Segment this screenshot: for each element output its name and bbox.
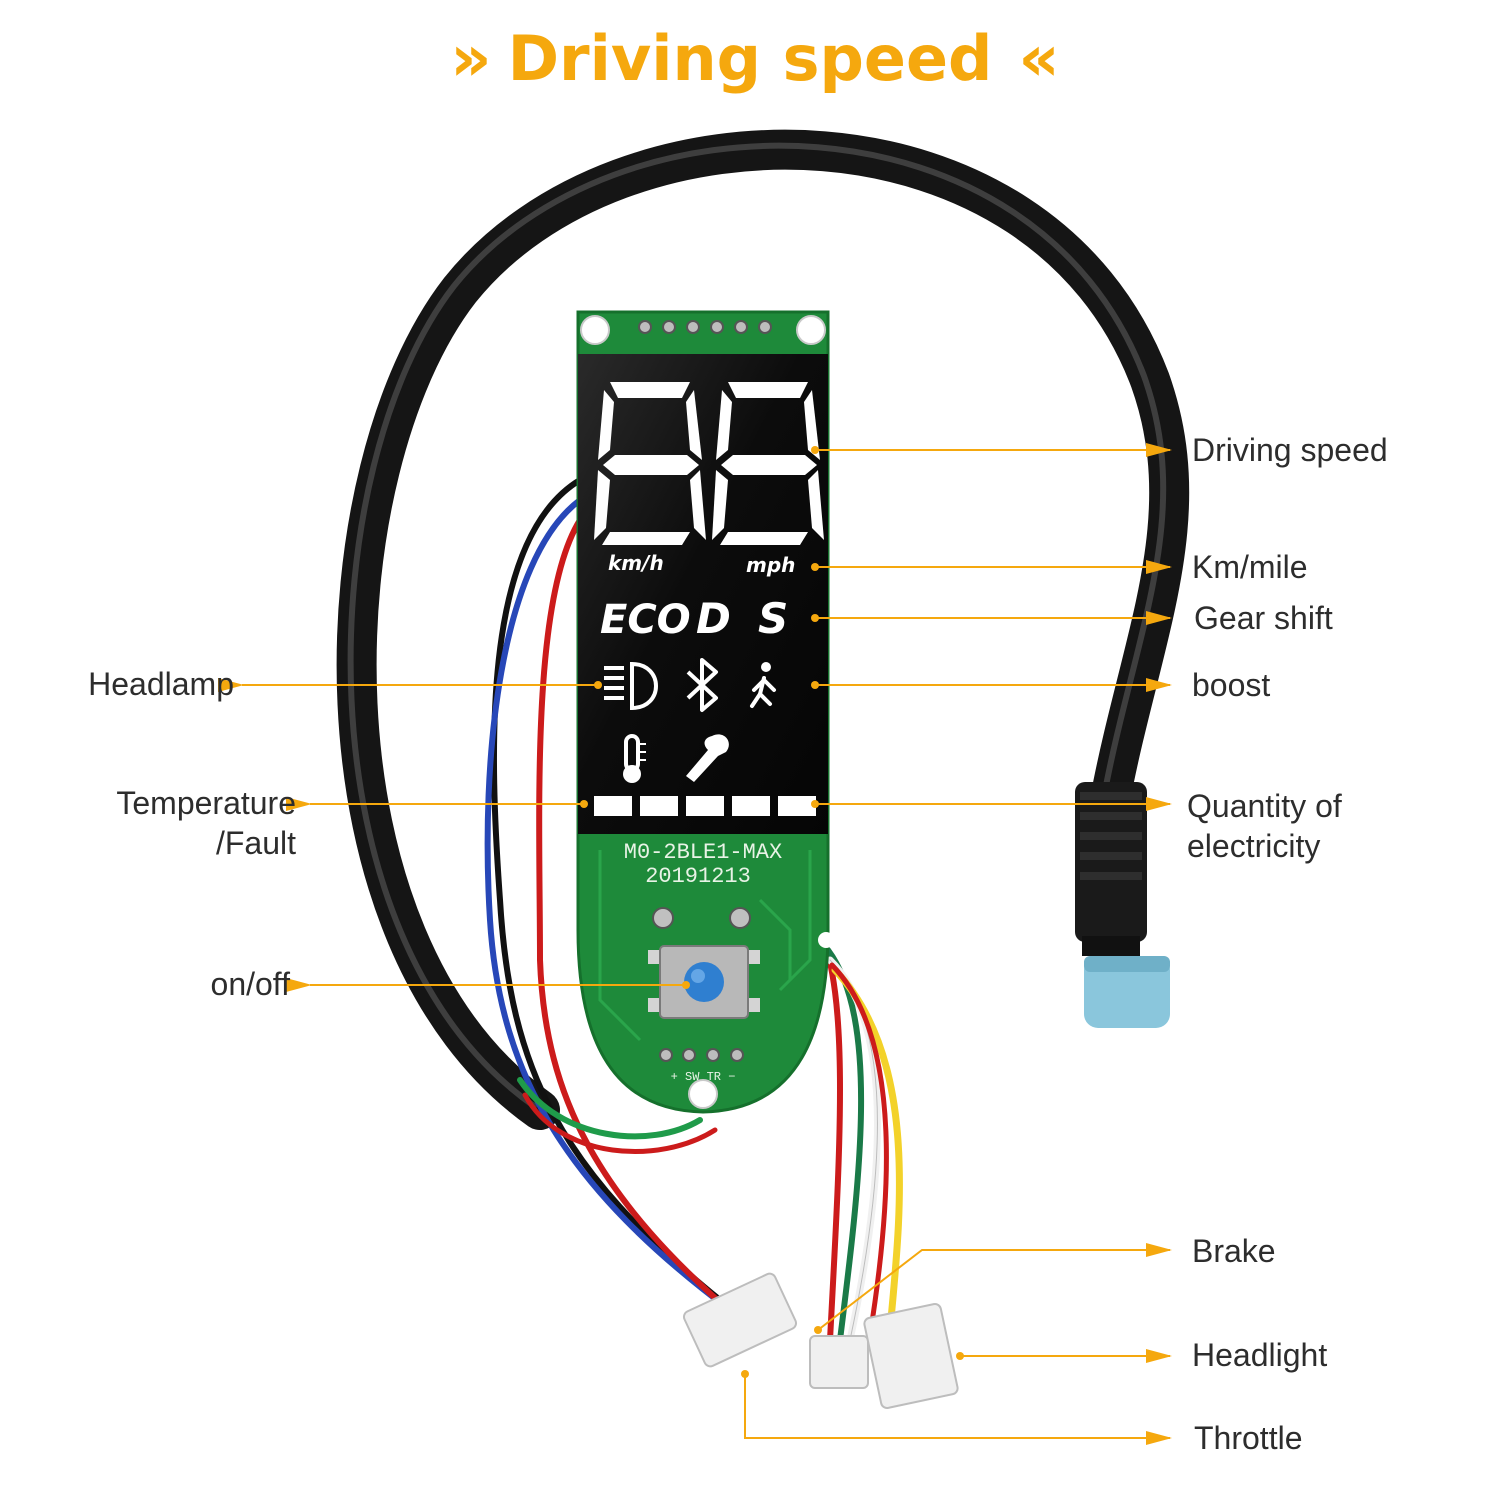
right-wires <box>817 927 903 1344</box>
pad-labels-text: + SW TR − <box>671 1070 736 1084</box>
model-text: M0-2BLE1-MAX <box>624 840 782 865</box>
label-throttle: Throttle <box>1194 1420 1303 1456</box>
date-text: 20191213 <box>645 864 751 889</box>
wrench-icon <box>686 734 729 782</box>
label-on-off: on/off <box>210 966 290 1002</box>
brake-connector <box>809 1335 869 1389</box>
label-driving-speed: Driving speed <box>1192 432 1388 468</box>
callout-lines <box>218 443 1172 1445</box>
label-temperature-line2: /Fault <box>215 825 296 861</box>
gear-s: S <box>758 594 788 643</box>
header-banner: »Driving speed« <box>0 22 1500 96</box>
unit-kmh: km/h <box>608 551 664 575</box>
speed-digit-1 <box>594 382 706 545</box>
headlight-connector <box>863 1303 959 1409</box>
gear-d: D <box>696 594 731 643</box>
left-wires <box>484 477 743 1323</box>
label-km-mile: Km/mile <box>1192 549 1308 585</box>
unit-mph: mph <box>746 553 795 577</box>
label-quantity-line1: Quantity of <box>1187 788 1342 824</box>
label-boost: boost <box>1192 667 1271 703</box>
label-brake: Brake <box>1192 1233 1276 1269</box>
label-temperature-line1: Temperature <box>116 785 296 821</box>
thermometer-icon <box>623 734 646 783</box>
lcd-screen <box>578 354 828 834</box>
throttle-connector <box>682 1272 798 1368</box>
bluetooth-icon <box>686 658 718 712</box>
gear-eco: ECO <box>600 597 691 643</box>
label-headlamp: Headlamp <box>88 666 234 702</box>
label-headlight: Headlight <box>1192 1337 1328 1373</box>
lcd-content: km/h mph ECO D S <box>594 382 824 816</box>
top-header-pins <box>638 320 772 334</box>
label-quantity-line2: electricity <box>1187 828 1321 864</box>
power-button-icon <box>648 945 760 1019</box>
main-cable <box>336 129 1190 1130</box>
walking-person-icon <box>750 662 776 708</box>
waterproof-connector <box>1075 782 1170 1028</box>
page-title: Driving speed <box>507 22 993 95</box>
speed-digit-2 <box>712 382 824 545</box>
label-gear-shift: Gear shift <box>1194 600 1333 636</box>
headlamp-icon <box>604 661 658 711</box>
pcb-board: M0-2BLE1-MAX 20191213 + SW TR − <box>576 310 834 1114</box>
battery-bars-icon <box>594 796 816 816</box>
